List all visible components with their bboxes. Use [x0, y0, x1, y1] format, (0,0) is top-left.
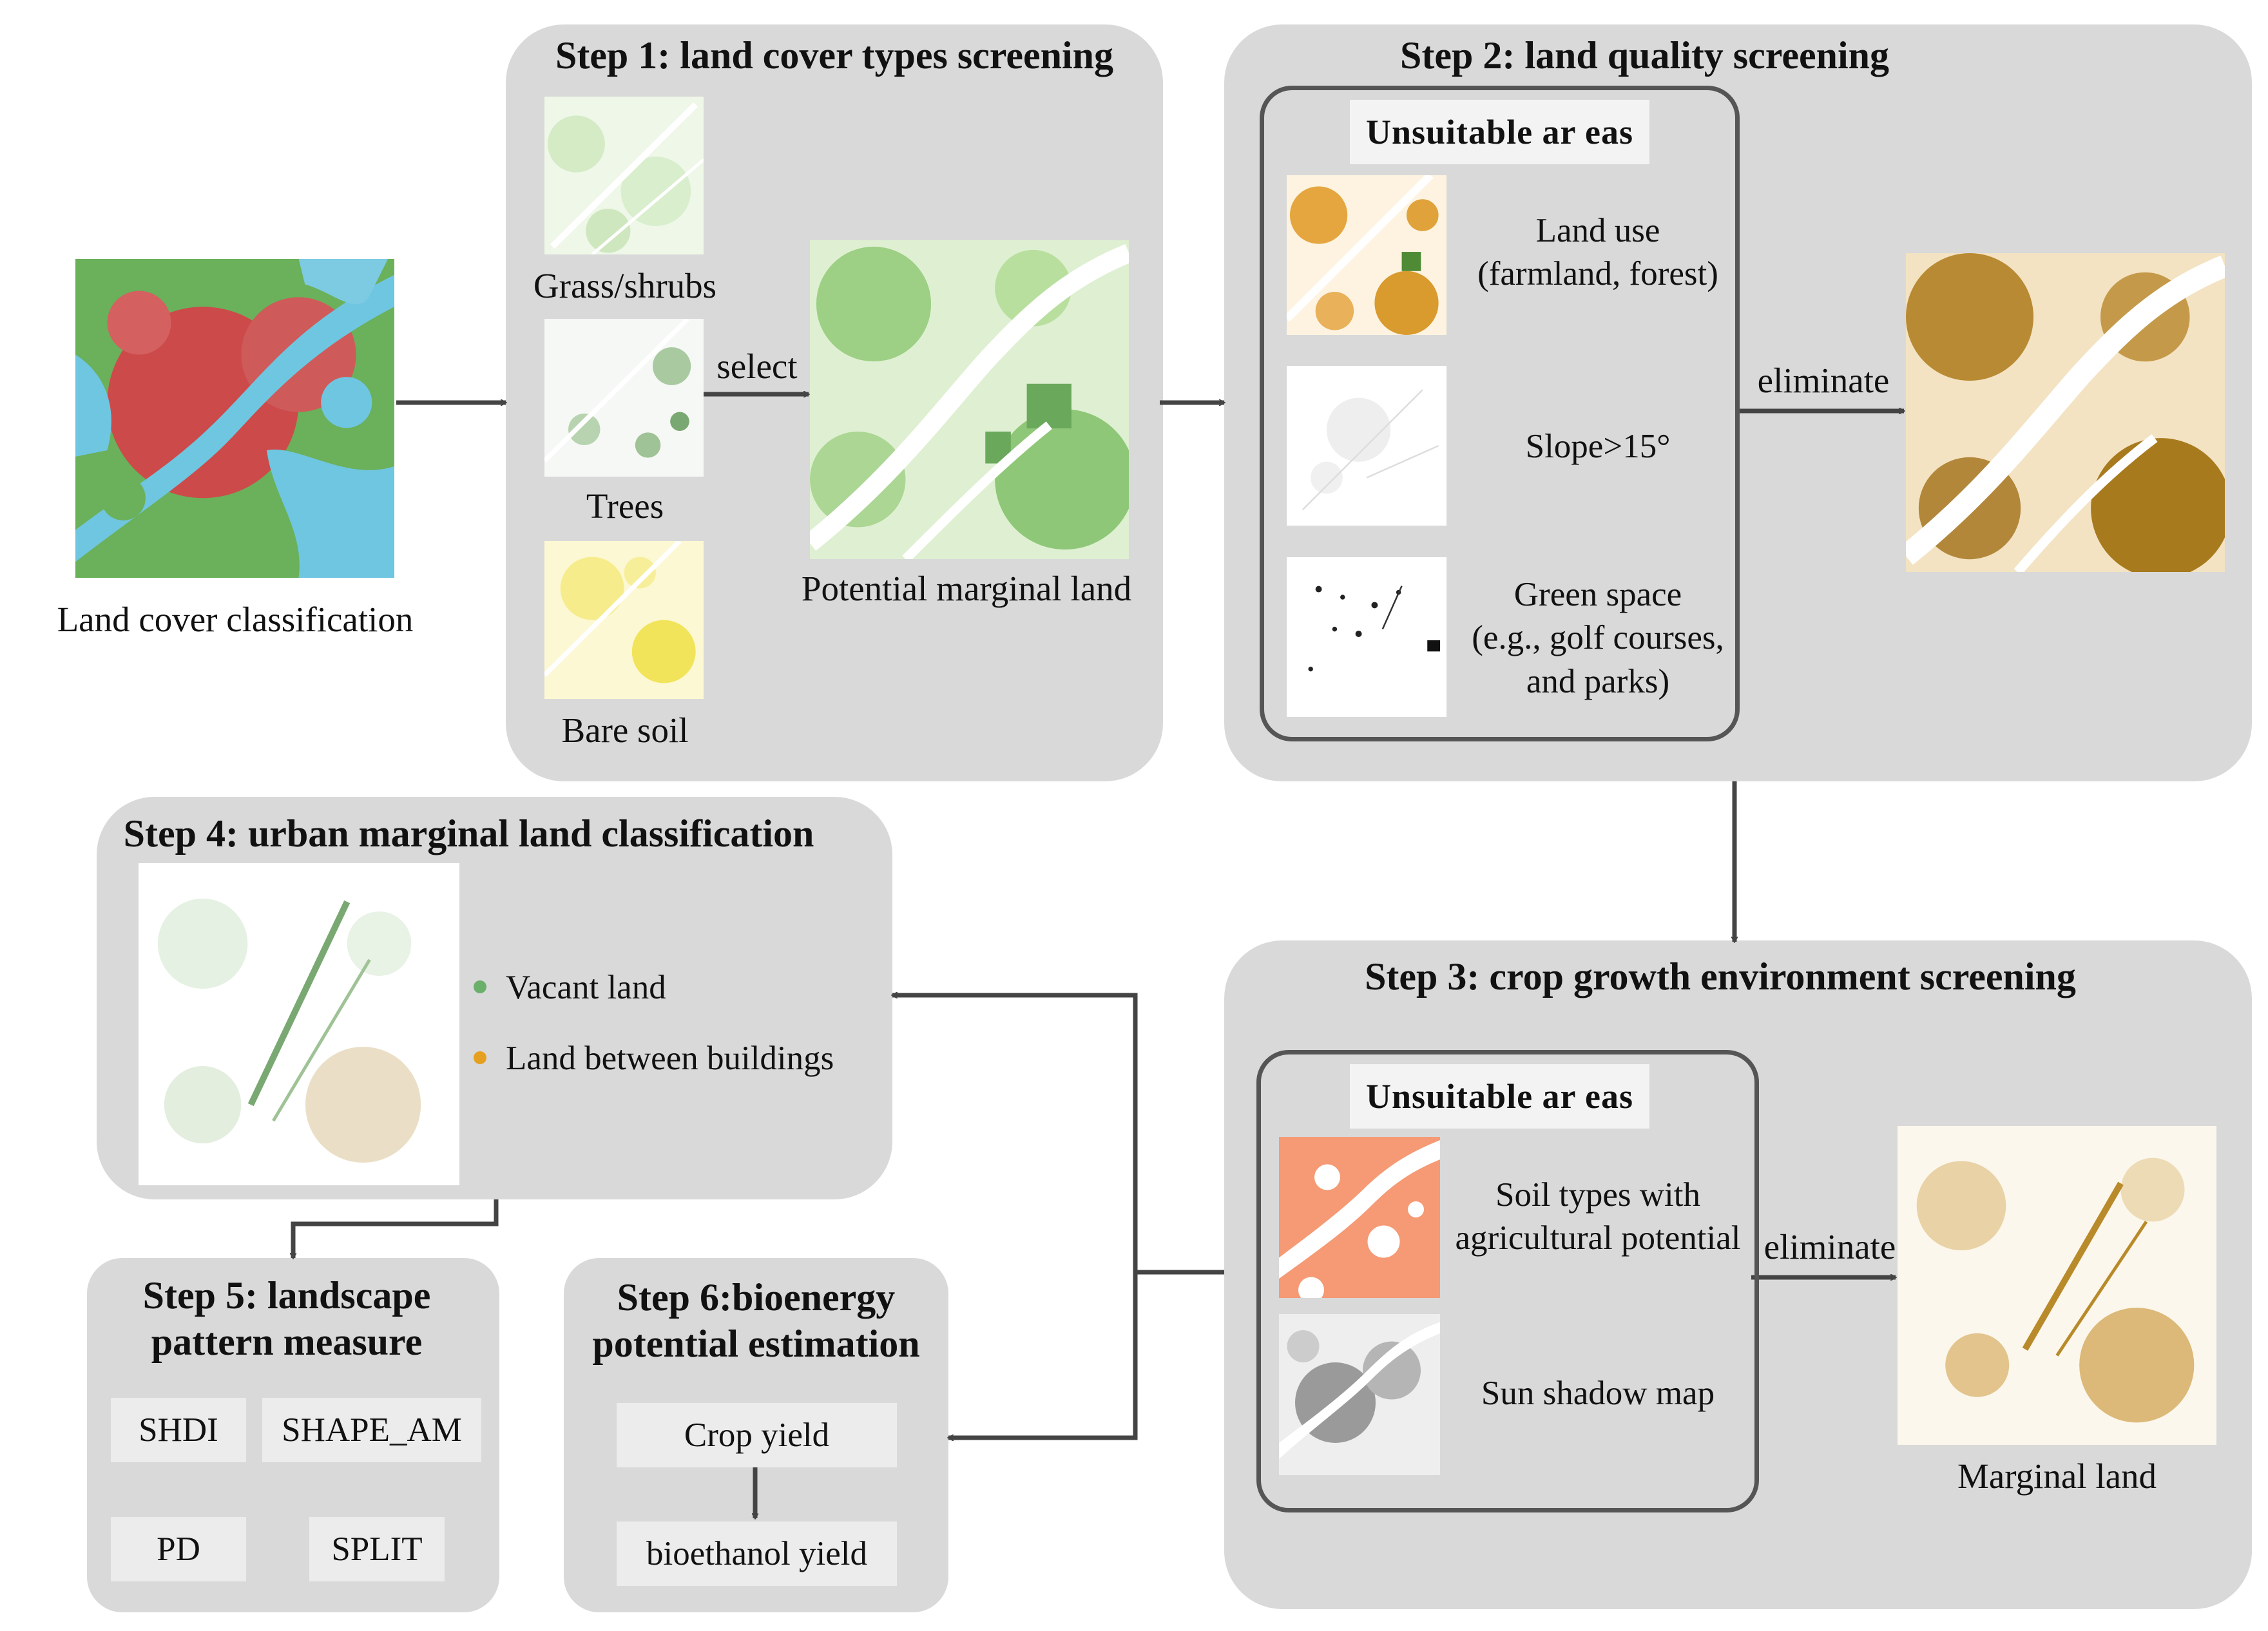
select-arrow-label: select: [716, 347, 798, 386]
slope-map: [1287, 366, 1446, 526]
metric-shdi: SHDI: [111, 1398, 246, 1462]
green-space-map: [1287, 557, 1446, 717]
grass-shrubs-map: [544, 97, 704, 254]
step3-unsuitable-title: Unsuitable ar eas: [1350, 1064, 1649, 1129]
step2-eliminate-label: eliminate: [1757, 361, 1890, 400]
land-cover-classification-map: [75, 259, 394, 578]
legend-vacant-land: Vacant land: [474, 966, 873, 1009]
bare-soil-label: Bare soil: [561, 711, 689, 750]
metric-shape-am: SHAPE_AM: [262, 1398, 481, 1462]
step2-title: Step 2: land quality screening: [1400, 34, 1889, 77]
soil-types-map: [1279, 1137, 1440, 1298]
metric-pd: PD: [111, 1517, 246, 1581]
trees-label: Trees: [586, 486, 664, 526]
potential-marginal-land-map: [810, 240, 1129, 559]
marginal-land-label: Marginal land: [1957, 1456, 2157, 1496]
crop-yield-box: Crop yield: [617, 1403, 897, 1467]
step2-unsuitable-title: Unsuitable ar eas: [1350, 100, 1649, 164]
land-use-map: [1287, 175, 1446, 335]
step1-title: Step 1: land cover types screening: [555, 34, 1114, 77]
step6-title: Step 6:bioenergy potential estimation: [592, 1276, 920, 1365]
metric-split: SPLIT: [309, 1517, 445, 1581]
green-space-label: Green space (e.g., golf courses, and par…: [1472, 576, 1724, 700]
marginal-land-map: [1898, 1126, 2216, 1445]
slope-label: Slope>15°: [1525, 428, 1671, 465]
step3-unsuitable-frame: [1256, 1050, 1759, 1512]
sun-shadow-label: Sun shadow map: [1481, 1375, 1715, 1412]
sun-shadow-map: [1279, 1314, 1440, 1475]
step2-unsuitable-frame: [1260, 86, 1740, 741]
soil-types-label: Soil types with agricultural potential: [1455, 1176, 1741, 1257]
step2-result-map: [1906, 253, 2225, 572]
step3-title: Step 3: crop growth environment screenin…: [1365, 955, 2076, 998]
arrow-step4-to-step5: [293, 1199, 499, 1258]
legend-land-between-buildings: Land between buildings: [474, 1037, 886, 1080]
land-use-label: Land use (farmland, forest): [1477, 212, 1718, 293]
arrow-to-step4: [892, 995, 1138, 1436]
step5-title: Step 5: landscape pattern measure: [142, 1274, 431, 1363]
urban-marginal-land-map: [139, 863, 459, 1185]
step3-eliminate-label: eliminate: [1763, 1227, 1896, 1266]
bare-soil-map: [544, 541, 704, 699]
land-cover-classification-label: Land cover classification: [57, 600, 414, 639]
bioethanol-yield-box: bioethanol yield: [617, 1521, 897, 1586]
arrow-to-step6: [948, 1272, 1138, 1438]
legend-dot-vacant-land: [474, 980, 486, 993]
legend-dot-land-between-buildings: [474, 1051, 486, 1064]
potential-marginal-land-label: Potential marginal land: [801, 569, 1132, 608]
grass-shrubs-label: Grass/shrubs: [533, 266, 717, 305]
trees-map: [544, 319, 704, 477]
step4-title: Step 4: urban marginal land classificati…: [123, 812, 814, 855]
